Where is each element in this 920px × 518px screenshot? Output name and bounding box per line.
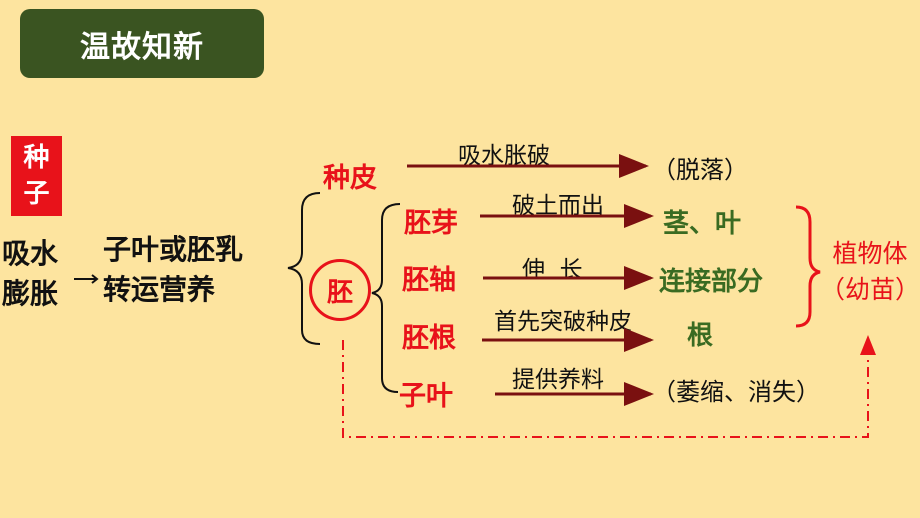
- result-seed-coat: （脱落）: [652, 156, 748, 184]
- part-seed-coat: 种皮: [323, 163, 377, 194]
- step1-line2: 膨胀: [2, 277, 59, 310]
- brace-outcome: [795, 205, 821, 328]
- result-plumule: 茎、叶: [663, 209, 742, 239]
- part-cotyledon: 子叶: [399, 381, 453, 412]
- page-title: 温故知新: [80, 29, 204, 65]
- outcome-plant: 植物体 （幼苗）: [820, 236, 920, 308]
- brace-embryo: [371, 203, 401, 393]
- step-arrow-icon: [74, 274, 99, 284]
- step-absorb-water: 吸水 膨胀: [2, 234, 58, 314]
- seed-char-1: 种: [23, 143, 50, 173]
- result-cotyledon: （萎缩、消失）: [652, 378, 820, 406]
- result-hypocotyl: 连接部分: [659, 267, 764, 297]
- seed-badge: 种 子: [11, 136, 62, 216]
- embryo-label: 胚: [326, 277, 353, 308]
- step-transport-nutrients: 子叶或胚乳 转运营养: [103, 230, 243, 310]
- part-plumule: 胚芽: [404, 208, 458, 239]
- part-radicle: 胚根: [402, 323, 456, 354]
- dashed-development-path: [342, 335, 876, 438]
- process-cotyledon: 提供养料: [512, 367, 604, 393]
- title-banner: 温故知新: [20, 9, 264, 78]
- process-radicle: 首先突破种皮: [494, 309, 632, 335]
- embryo-circle: 胚: [309, 259, 371, 321]
- result-radicle: 根: [687, 321, 714, 351]
- step1-line1: 吸水: [2, 237, 59, 270]
- part-hypocotyl: 胚轴: [402, 265, 456, 296]
- step2-line2: 转运营养: [103, 273, 216, 306]
- outcome-line2: （幼苗）: [820, 275, 920, 304]
- outcome-line1: 植物体: [832, 239, 908, 268]
- seed-char-2: 子: [23, 179, 50, 209]
- step2-line1: 子叶或胚乳: [103, 233, 244, 266]
- brace-seed: [287, 192, 321, 345]
